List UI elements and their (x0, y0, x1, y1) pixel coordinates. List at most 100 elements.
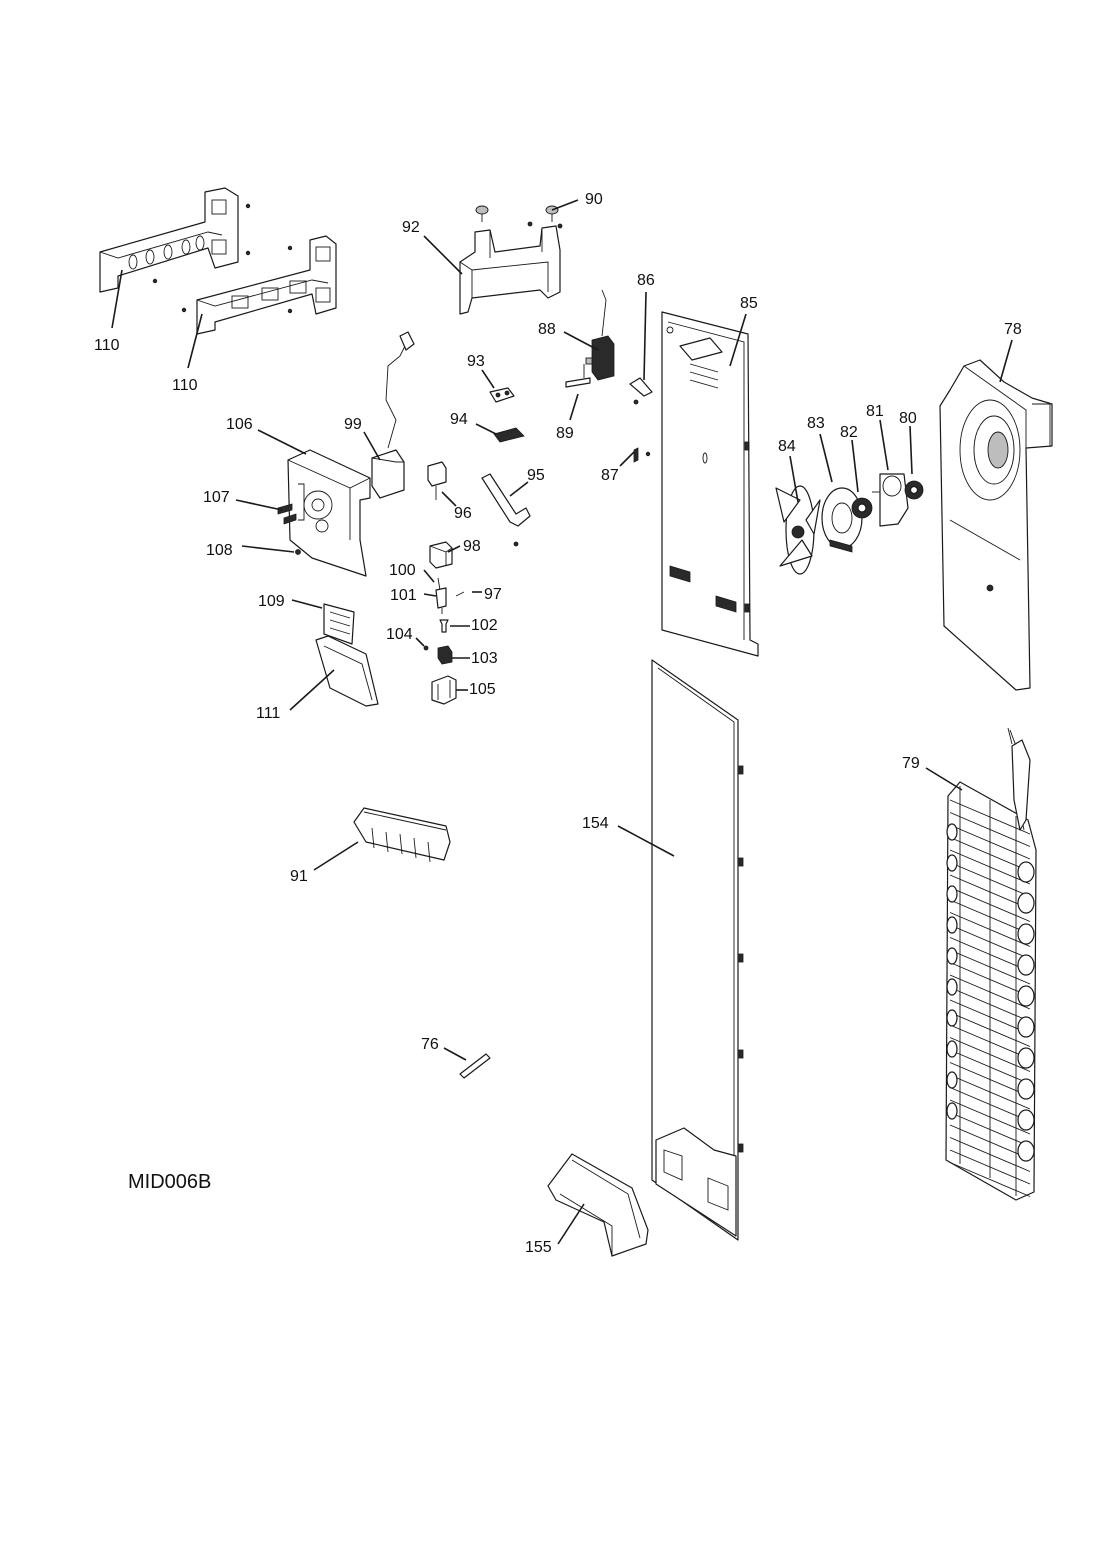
callout-103: 103 (471, 650, 498, 667)
callout-102: 102 (471, 617, 498, 634)
evaporator-fin (949, 1149, 1031, 1185)
callout-79: 79 (902, 755, 920, 772)
evaporator-fin (949, 799, 1031, 835)
part-108-screw (295, 549, 301, 555)
evaporator-fin (949, 849, 1031, 885)
evaporator-coil-bend (1017, 1047, 1035, 1069)
callout-154: 154 (582, 815, 609, 832)
callout-90: 90 (585, 191, 603, 208)
callout-100: 100 (389, 562, 416, 579)
callout-93: 93 (467, 353, 485, 370)
evaporator-fin (949, 824, 1031, 860)
evaporator-fin (949, 974, 1031, 1010)
callout-91: 91 (290, 868, 308, 885)
part-80-grommet (904, 480, 924, 500)
callout-98: 98 (463, 538, 481, 555)
callout-95: 95 (527, 467, 545, 484)
evaporator-fin (949, 924, 1031, 960)
evaporator-coil-bend (1017, 985, 1035, 1007)
part-88-switch (585, 289, 615, 381)
part-76-rod (459, 1053, 491, 1079)
evaporator-fin (949, 862, 1031, 897)
callout-84: 84 (778, 438, 796, 455)
evaporator-fin (949, 1037, 1031, 1072)
callout-99: 99 (344, 416, 362, 433)
evaporator-coil-bend (946, 1040, 958, 1058)
callout-76: 76 (421, 1036, 439, 1053)
part-103-block (437, 645, 453, 665)
callout-108: 108 (206, 542, 233, 559)
evaporator-coil-bend (946, 1071, 958, 1089)
evaporator-coil-bend (1017, 861, 1035, 883)
part-107-screws (277, 503, 297, 525)
callout-80: 80 (899, 410, 917, 427)
callout-92: 92 (402, 219, 420, 236)
callout-107: 107 (203, 489, 230, 506)
evaporator-coil-bend (946, 1009, 958, 1027)
evaporator-fin (949, 1162, 1031, 1197)
part-98-block (429, 541, 453, 569)
evaporator-fin (949, 912, 1031, 947)
part-96-valve (427, 461, 447, 500)
part-87-screw (633, 447, 651, 463)
callout-105: 105 (469, 681, 496, 698)
callout-110-lower: 110 (172, 377, 198, 394)
part-102-screw (439, 619, 449, 633)
evaporator-coil-bend (946, 1102, 958, 1120)
part-110-upper-rail (99, 187, 251, 293)
evaporator-fin (949, 999, 1031, 1035)
evaporator-fin (949, 987, 1031, 1022)
callout-87: 87 (601, 467, 619, 484)
callout-82: 82 (840, 424, 858, 441)
part-82-grommet (851, 497, 873, 519)
evaporator-fin (949, 887, 1031, 922)
evaporator-fin (949, 1049, 1031, 1085)
callout-111: 111 (256, 705, 280, 722)
callout-78: 78 (1004, 321, 1022, 338)
part-94-clip (493, 427, 525, 443)
evaporator-fin (949, 1112, 1031, 1147)
evaporator-coil-bend (1017, 1109, 1035, 1131)
callout-101: 101 (390, 587, 417, 604)
evaporator-coil-bend (946, 978, 958, 996)
evaporator-fin (949, 1137, 1031, 1172)
callout-155: 155 (525, 1239, 552, 1256)
evaporator-coil-bend (1017, 1078, 1035, 1100)
evaporator-fin (949, 937, 1031, 972)
evaporator-fin (949, 1074, 1031, 1110)
part-111-tray (315, 635, 379, 707)
evaporator-fin (949, 1124, 1031, 1160)
part-105-bracket (431, 675, 457, 705)
part-110-lower-rail (181, 235, 337, 335)
callout-97: 97 (484, 586, 502, 603)
callout-96: 96 (454, 505, 472, 522)
part-106-housing (287, 449, 371, 577)
evaporator-fin (949, 1012, 1031, 1047)
evaporator-coil-bend (946, 947, 958, 965)
part-95-arm (481, 473, 531, 527)
part-79-fins (946, 799, 1035, 1197)
part-83-motor-bracket (821, 487, 863, 553)
part-78-fan-shroud (939, 359, 1053, 691)
evaporator-fin (949, 1024, 1031, 1060)
part-81-motor (872, 473, 909, 527)
evaporator-fin (949, 949, 1031, 985)
evaporator-coil-bend (946, 854, 958, 872)
callout-labels: 90 92 86 85 78 110 110 88 93 94 89 87 84… (94, 191, 1022, 1256)
callout-109: 109 (258, 593, 285, 610)
evaporator-fin (949, 1099, 1031, 1135)
evaporator-fin (949, 874, 1031, 910)
evaporator-coil-bend (1017, 923, 1035, 945)
part-85-rear-panel (661, 311, 759, 657)
callout-110-upper: 110 (94, 337, 120, 354)
callout-89: 89 (556, 425, 574, 442)
evaporator-fin (949, 1062, 1031, 1097)
part-101-shaft (435, 577, 447, 614)
evaporator-coil-bend (1017, 892, 1035, 914)
part-155-deflector (547, 1153, 649, 1257)
callout-94: 94 (450, 411, 468, 428)
callout-88: 88 (538, 321, 556, 338)
part-89-rod (565, 364, 591, 388)
evaporator-fin (949, 812, 1031, 847)
